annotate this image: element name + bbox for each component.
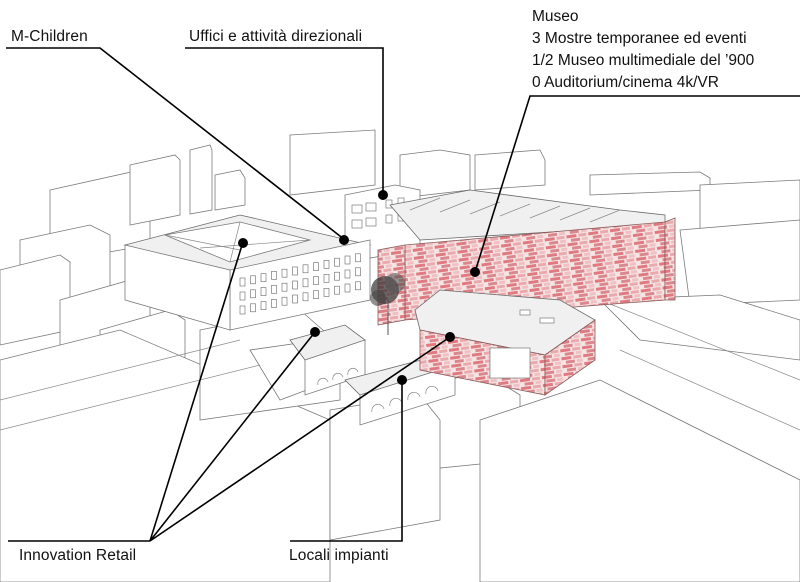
- window: [260, 287, 267, 296]
- window: [344, 283, 351, 293]
- window: [344, 269, 351, 279]
- museo-line-1: 3 Mostre temporanee ed eventi: [532, 30, 747, 47]
- window: [313, 262, 319, 271]
- label-m-children: M-Children: [11, 28, 88, 45]
- leader-innovation-retail-1: [149, 241, 244, 542]
- window: [323, 288, 330, 297]
- window: [260, 301, 267, 310]
- window: [281, 282, 288, 292]
- window: [334, 285, 340, 295]
- window: [313, 290, 319, 299]
- window: [271, 285, 277, 294]
- dot-innovation-retail-2: [310, 327, 320, 337]
- window: [355, 281, 361, 291]
- window: [239, 277, 246, 287]
- window: [239, 305, 246, 315]
- leader-museo: [474, 95, 800, 273]
- window: [344, 255, 351, 265]
- dot-uffici: [378, 190, 388, 200]
- window: [323, 274, 330, 283]
- tree: [370, 273, 405, 335]
- label-innovation-retail: Innovation Retail: [19, 547, 137, 564]
- museo-annex: [414, 289, 596, 396]
- window: [260, 273, 267, 282]
- dot-locali-impianti: [397, 375, 407, 385]
- context-buildings: [0, 129, 800, 582]
- window: [271, 271, 277, 280]
- callout-dots: [238, 190, 480, 385]
- window: [334, 257, 340, 267]
- label-uffici: Uffici e attività direzionali: [189, 28, 363, 45]
- window: [250, 303, 256, 313]
- window: [355, 267, 361, 277]
- window: [292, 266, 298, 276]
- window: [271, 299, 277, 308]
- window: [292, 280, 298, 290]
- leader-innovation-retail-3: [149, 336, 451, 542]
- dot-innovation-retail-1: [238, 238, 248, 248]
- leader-m-children: [6, 47, 346, 241]
- label-locali-impianti: Locali impianti: [289, 547, 389, 564]
- window: [355, 253, 361, 263]
- window: [250, 275, 256, 285]
- window: [302, 278, 309, 288]
- window: [239, 291, 246, 301]
- window: [281, 268, 288, 278]
- museo-title: Museo: [532, 8, 579, 25]
- window: [302, 264, 309, 274]
- leader-locali-impianti: [290, 380, 403, 542]
- dot-m-children: [339, 235, 349, 245]
- window: [302, 292, 309, 302]
- window: [313, 276, 319, 285]
- window: [292, 294, 298, 304]
- window: [323, 260, 330, 269]
- window: [281, 296, 288, 306]
- leader-lines: [6, 47, 800, 542]
- facade-windows: [239, 253, 361, 315]
- leader-uffici: [185, 47, 384, 194]
- dot-museo: [470, 267, 480, 277]
- label-museo: Museo 3 Mostre temporanee ed eventi 1/2 …: [532, 6, 754, 94]
- dot-innovation-retail-3: [445, 332, 455, 342]
- window: [334, 271, 340, 281]
- leader-innovation-retail-2: [149, 331, 316, 542]
- museo-line-2: 1/2 Museo multimediale del ’900: [532, 52, 755, 69]
- museo-line-3: 0 Auditorium/cinema 4k/VR: [532, 74, 719, 91]
- window: [250, 289, 256, 299]
